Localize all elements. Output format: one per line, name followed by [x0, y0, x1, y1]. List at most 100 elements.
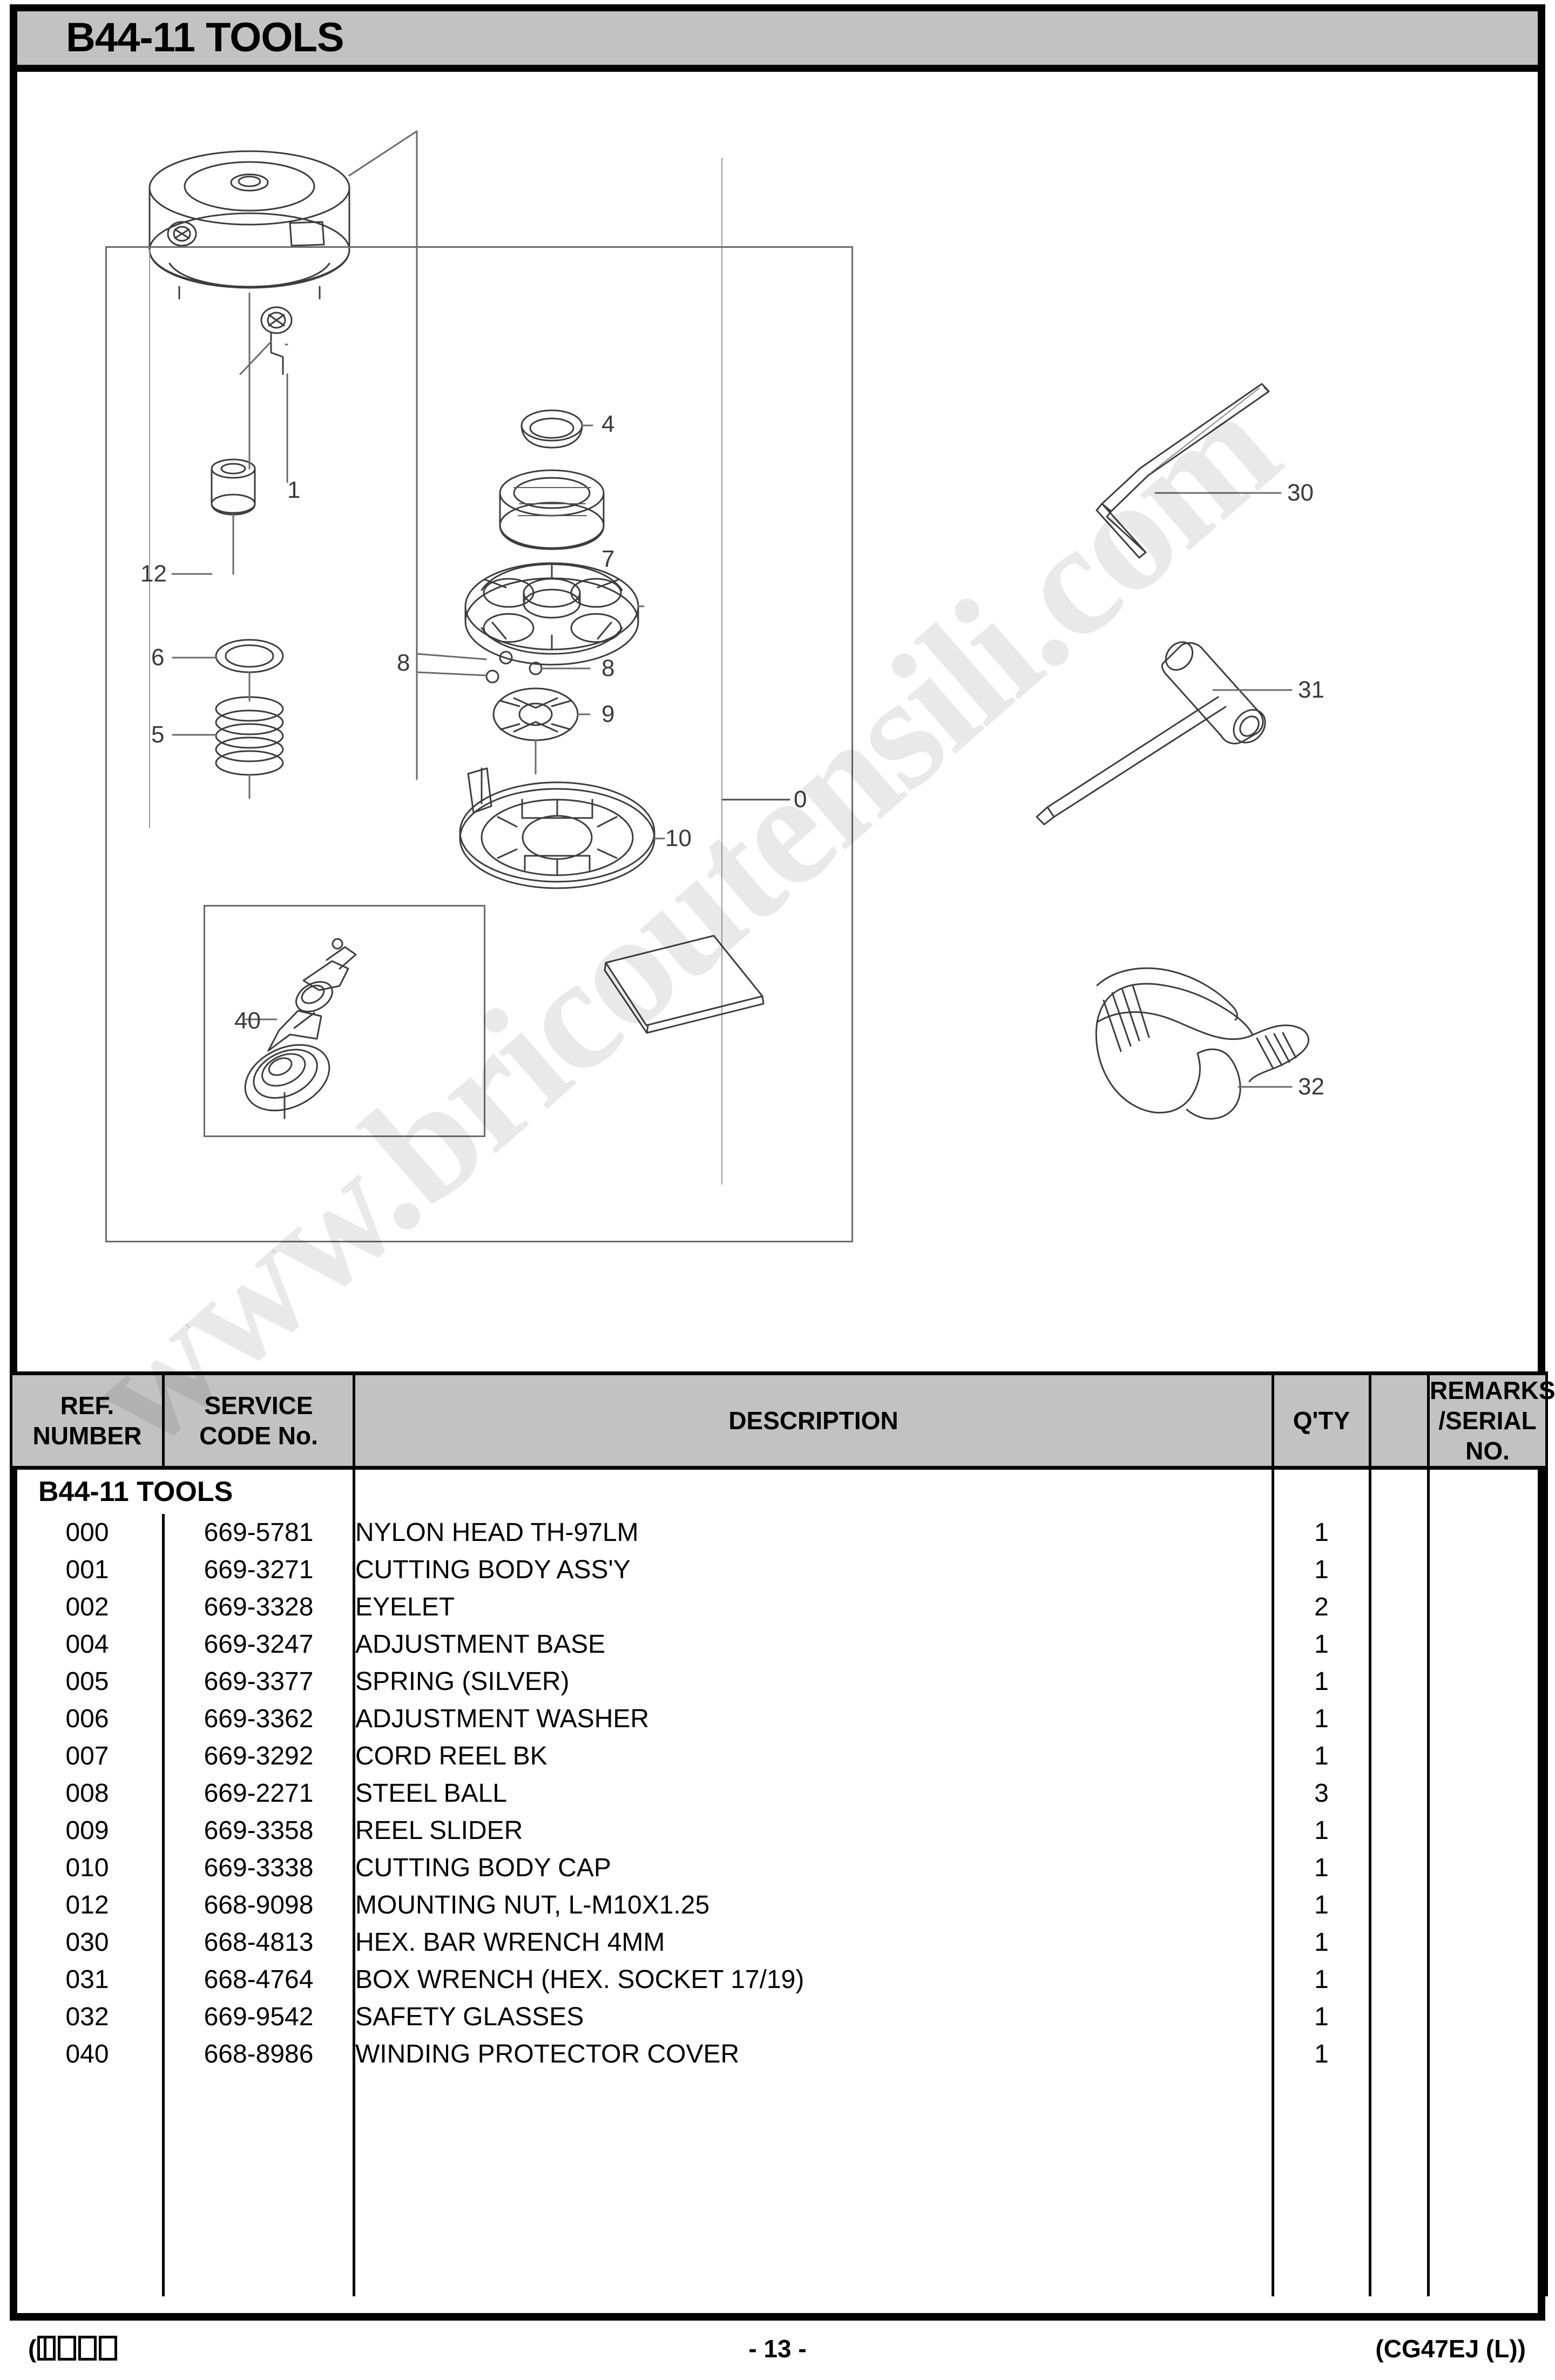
cell-blank: [1369, 1961, 1430, 1998]
table-row-empty: [10, 2110, 1548, 2147]
missing-glyph-icon: [99, 2336, 118, 2361]
cell-ref-number: 004: [10, 1626, 165, 1663]
col-header-blank: [1369, 1371, 1430, 1470]
cell-description: [353, 2259, 1274, 2296]
page-title: B44-11 TOOLS: [66, 15, 344, 60]
callout-labels: 1 12 6 5 4 7 8 9 10 8 0 30 31 32 40: [17, 72, 1538, 1368]
cell-description: SAFETY GLASSES: [353, 1998, 1274, 2036]
table-row-empty: [10, 2073, 1548, 2110]
diagram-linework: [148, 130, 1309, 1185]
cell-ref-number: 030: [10, 1924, 165, 1961]
cell-blank: [1369, 1626, 1430, 1663]
cell-qty: 1: [1272, 1998, 1371, 2036]
cell-blank: [1369, 1663, 1430, 1700]
cell-qty: 1: [1272, 1663, 1371, 1700]
cell-ref-number: 001: [10, 1551, 165, 1588]
cell-ref-number: 008: [10, 1775, 165, 1812]
cell-remarks: [1427, 2036, 1548, 2073]
cell-service-code: 668-8986: [162, 2036, 355, 2073]
cell-description: [353, 2185, 1274, 2222]
group-blank-cell: [1369, 1468, 1430, 1514]
cell-remarks: [1427, 1588, 1548, 1626]
col-header-qty-line1: Q'TY: [1293, 1407, 1350, 1435]
table-group-row: B44-11 TOOLS: [10, 1468, 1548, 1514]
cell-remarks: [1427, 1961, 1548, 1998]
cell-service-code: 669-3271: [162, 1551, 355, 1588]
cell-qty: [1272, 2222, 1371, 2259]
cell-description: [353, 2110, 1274, 2147]
cell-service-code: [162, 2073, 355, 2110]
callout-8-left: 8: [397, 650, 410, 676]
cell-service-code: [162, 2259, 355, 2296]
col-header-remarks-line2: /SERIAL NO.: [1438, 1407, 1537, 1465]
cell-description: BOX WRENCH (HEX. SOCKET 17/19): [353, 1961, 1274, 1998]
cell-service-code: 669-3328: [162, 1588, 355, 1626]
table-row-empty: [10, 2147, 1548, 2185]
cell-qty: 1: [1272, 1514, 1371, 1551]
footer-model-code: (CG47EJ (L)): [1375, 2335, 1526, 2363]
callout-31: 31: [1298, 677, 1324, 703]
cell-service-code: 668-4764: [162, 1961, 355, 1998]
cell-qty: [1272, 2110, 1371, 2147]
cell-qty: 1: [1272, 1887, 1371, 1924]
footer-page-number: - 13 -: [748, 2335, 807, 2363]
cell-description: CUTTING BODY ASS'Y: [353, 1551, 1274, 1588]
col-header-ref-number: REF. NUMBER: [10, 1371, 165, 1470]
cell-remarks: [1427, 2222, 1548, 2259]
missing-glyph-icon: [78, 2336, 97, 2361]
cell-service-code: [162, 2147, 355, 2185]
cell-blank: [1369, 1849, 1430, 1887]
cell-remarks: [1427, 1887, 1548, 1924]
cell-service-code: [162, 2185, 355, 2222]
callout-40: 40: [234, 1008, 261, 1034]
cell-qty: 1: [1272, 1812, 1371, 1849]
cell-description: EYELET: [353, 1588, 1274, 1626]
cell-description: CUTTING BODY CAP: [353, 1849, 1274, 1887]
col-header-service-code-line2: CODE No.: [199, 1422, 318, 1450]
col-header-remarks-line1: REMARKS: [1430, 1376, 1555, 1404]
cell-ref-number: 032: [10, 1998, 165, 2036]
cell-service-code: 669-3338: [162, 1849, 355, 1887]
cell-remarks: [1427, 1775, 1548, 1812]
cell-service-code: 669-3247: [162, 1626, 355, 1663]
cell-service-code: [162, 2222, 355, 2259]
cell-ref-number: 012: [10, 1887, 165, 1924]
callout-4: 4: [601, 411, 615, 437]
col-header-service-code-line1: SERVICE: [204, 1391, 313, 1419]
cell-service-code: 669-3362: [162, 1700, 355, 1737]
cell-service-code: 669-9542: [162, 1998, 355, 2036]
cell-service-code: 669-3377: [162, 1663, 355, 1700]
cell-blank: [1369, 2147, 1430, 2185]
cell-remarks: [1427, 1998, 1548, 2036]
cell-qty: 1: [1272, 2036, 1371, 2073]
parts-list-table-wrap: REF. NUMBER SERVICE CODE No. DESCRIPTION…: [10, 1371, 1555, 2321]
cell-ref-number: 040: [10, 2036, 165, 2073]
cell-ref-number: [10, 2110, 165, 2147]
cell-description: HEX. BAR WRENCH 4MM: [353, 1924, 1274, 1961]
cell-remarks: [1427, 1849, 1548, 1887]
cell-ref-number: 010: [10, 1849, 165, 1887]
cell-blank: [1369, 1812, 1430, 1849]
cell-description: ADJUSTMENT BASE: [353, 1626, 1274, 1663]
cell-blank: [1369, 1514, 1430, 1551]
table-row-empty: [10, 2185, 1548, 2222]
cell-remarks: [1427, 2185, 1548, 2222]
callout-0: 0: [794, 786, 807, 813]
group-label: B44-11 TOOLS: [10, 1468, 354, 1514]
cell-ref-number: 002: [10, 1588, 165, 1626]
cell-remarks: [1427, 1514, 1548, 1551]
cell-service-code: [162, 2110, 355, 2147]
cell-blank: [1369, 2259, 1430, 2296]
cell-remarks: [1427, 2110, 1548, 2147]
diagram-inset-frame: [204, 905, 485, 1137]
cell-ref-number: 031: [10, 1961, 165, 1998]
cell-description: SPRING (SILVER): [353, 1663, 1274, 1700]
cell-service-code: 669-3358: [162, 1812, 355, 1849]
